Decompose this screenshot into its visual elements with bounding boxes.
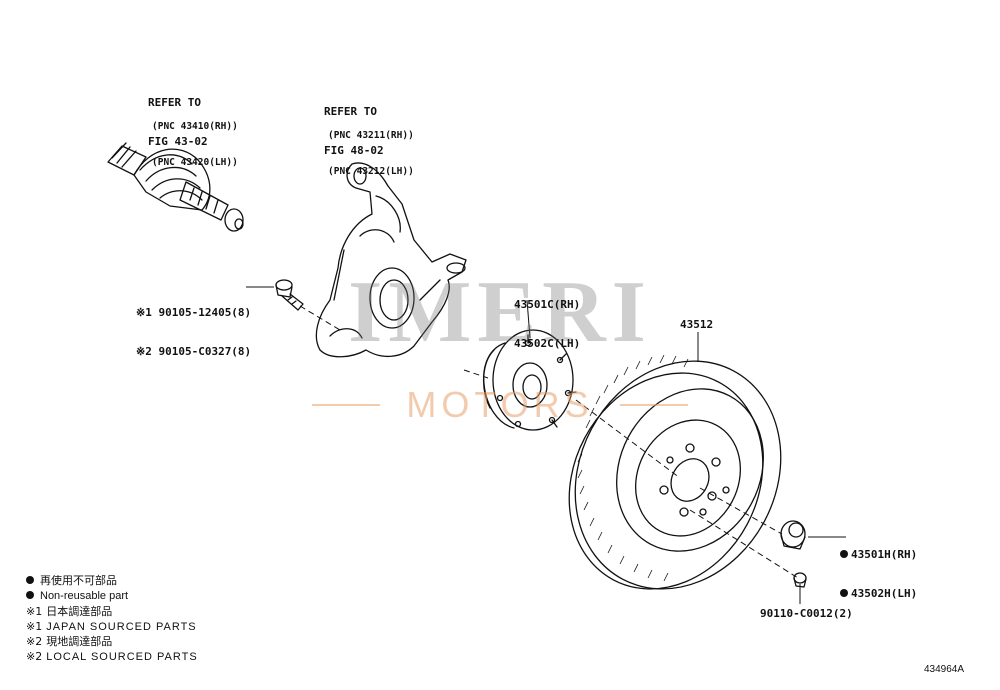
watermark-sub: MOTORS — [406, 384, 594, 425]
bolt-part — [275, 279, 304, 311]
hub-bearing-assembly — [482, 329, 577, 431]
watermark-rule-right — [620, 404, 688, 406]
watermark-rule-left — [312, 404, 380, 406]
callout-screw: 90110-C0012(2) — [760, 607, 853, 620]
callout-axle-refer: REFER TO FIG 43-02 — [148, 96, 208, 148]
drive-shaft-joint — [107, 142, 244, 232]
figure-number: 434964A — [924, 664, 965, 675]
callout-knuckle-pnc: (PNC 43211(RH)) (PNC 43212(LH)) — [328, 130, 414, 177]
callout-knuckle-refer: REFER TO FIG 48-02 — [324, 105, 384, 157]
leader-lines — [246, 286, 846, 604]
legend-row-non-reusable-jp: 再使用不可部品 — [26, 574, 198, 589]
assembly-axis-lines — [299, 305, 799, 579]
callout-nut: 43501H(RH) 43502H(LH) — [840, 522, 917, 626]
callout-bolt: ※1 90105-12405(8) ※2 90105-C0327(8) — [136, 306, 252, 358]
legend-row-non-reusable-en: Non-reusable part — [26, 589, 198, 604]
bullet-icon — [26, 591, 34, 599]
callout-hub: 43501C(RH) 43502C(LH) — [514, 298, 581, 350]
disc-vents — [577, 354, 689, 582]
steering-knuckle — [315, 162, 467, 358]
callout-disc: 43512 — [680, 318, 714, 331]
hub-nut — [780, 520, 806, 550]
bullet-icon — [26, 576, 34, 584]
watermark-brand: IMERI — [348, 264, 652, 361]
callout-axle-pnc: (PNC 43410(RH)) (PNC 43420(LH)) — [152, 121, 238, 168]
brake-disc — [568, 360, 782, 590]
